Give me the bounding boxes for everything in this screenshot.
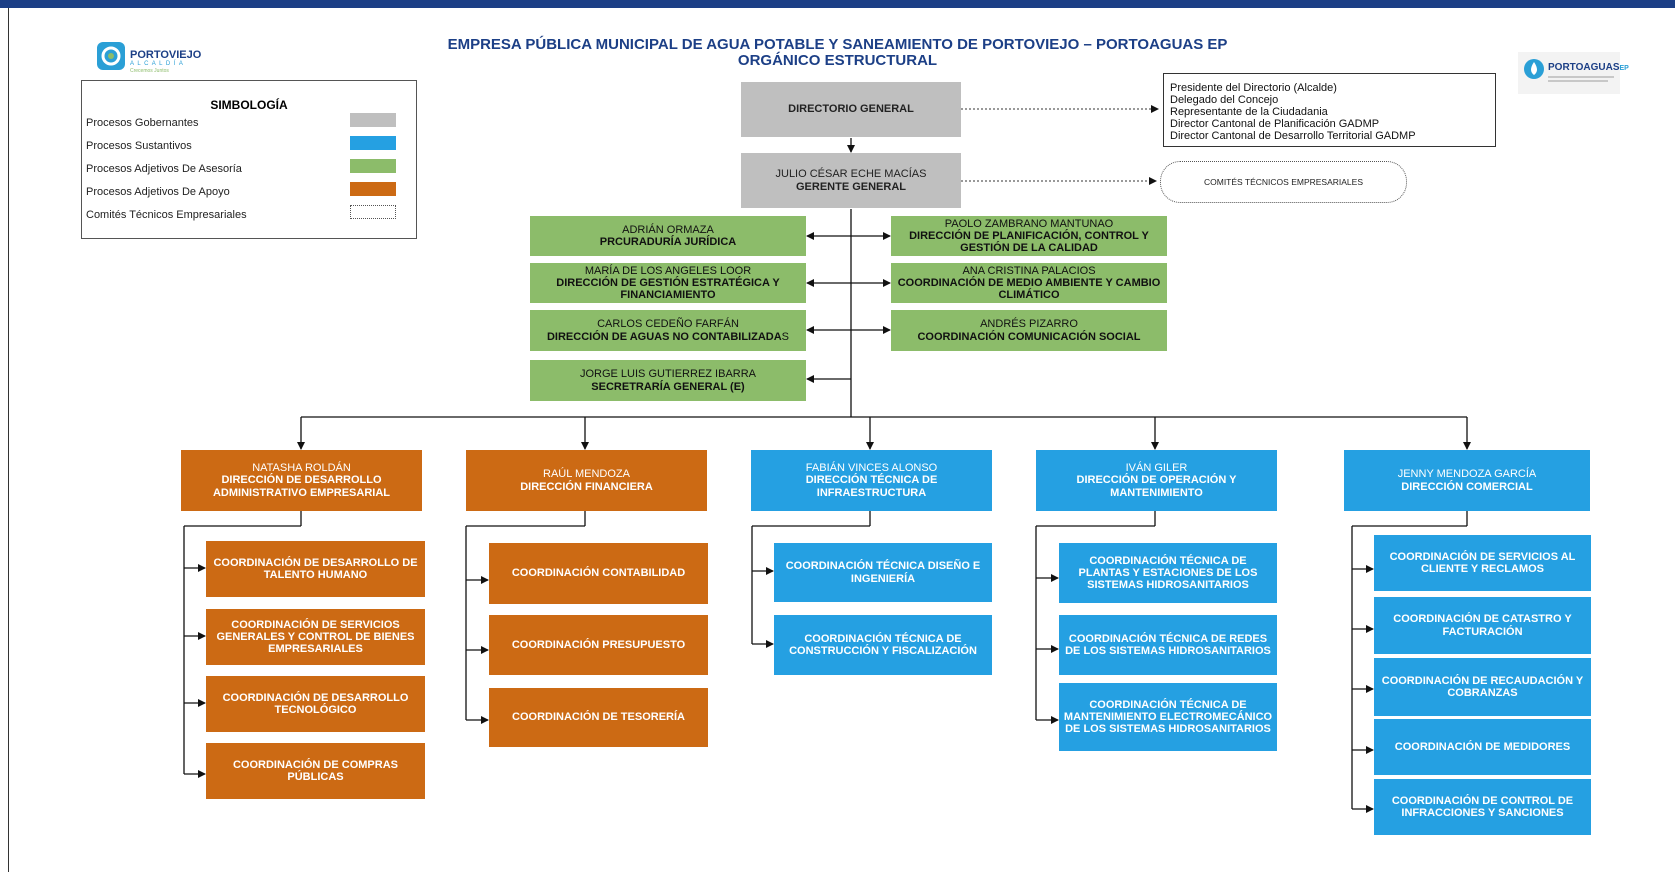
dept-title: DIRECCIÓN FINANCIERA [520, 480, 653, 493]
advisory-box-comunicacion: ANDRÉS PIZARRO COORDINACIÓN COMUNICACIÓN… [891, 310, 1167, 351]
advisory-title: PRCURADURÍA JURÍDICA [599, 236, 737, 248]
legend: SIMBOLOGÍA Procesos Gobernantes Procesos… [81, 80, 417, 239]
page-frame [8, 8, 1668, 872]
directorio-general-title: DIRECTORIO GENERAL [788, 103, 914, 116]
legend-title: SIMBOLOGÍA [210, 98, 288, 112]
advisory-name: CARLOS CEDEÑO FARFÁN [597, 318, 739, 331]
dept-title: DIRECCIÓN DE DESARROLLO ADMINISTRATIVO E… [212, 474, 391, 499]
dept-box-comercial: JENNY MENDOZA GARCÍA DIRECCIÓN COMERCIAL [1344, 450, 1590, 511]
dept-title: DIRECCIÓN TÉCNICA DE INFRAESTRUCTURA [805, 474, 938, 499]
coordination-box: COORDINACIÓN TÉCNICA DE PLANTAS Y ESTACI… [1059, 543, 1277, 603]
chart-subtitle: ORGÁNICO ESTRUCTURAL [737, 52, 938, 69]
legend-label-gobernantes: Procesos Gobernantes [86, 117, 199, 129]
advisory-name: PAOLO ZAMBRANO MANTUNAO [944, 217, 1114, 230]
dept-box-infraestructura: FABIÁN VINCES ALONSO DIRECCIÓN TÉCNICA D… [751, 450, 992, 511]
logo-fine-print [1548, 76, 1614, 78]
advisory-title: COORDINACIÓN DE MEDIO AMBIENTE Y CAMBIO … [897, 276, 1161, 302]
legend-swatch-dotted [350, 205, 396, 219]
advisory-box-procuraduria: ADRIÁN ORMAZA PRCURADURÍA JURÍDICA [530, 216, 806, 256]
directorio-members-box: Presidente del Directorio (Alcalde) Dele… [1163, 73, 1496, 147]
advisory-title: DIRECCIÓN DE GESTIÓN ESTRATÉGICA Y FINAN… [556, 276, 780, 302]
advisory-name: JORGE LUIS GUTIERREZ IBARRA [579, 368, 757, 381]
advisory-title: SECRETRARÍA GENERAL (E) [591, 380, 745, 393]
advisory-title: DIRECCIÓN DE PLANIFICACIÓN, CONTROL Y GE… [909, 229, 1149, 255]
legend-swatch-green [350, 159, 396, 173]
dept-name: IVÁN GILER [1125, 462, 1188, 475]
dept-box-financiera: RAÚL MENDOZA DIRECCIÓN FINANCIERA [466, 450, 707, 511]
legend-label-comites: Comités Técnicos Empresariales [86, 209, 247, 221]
coordination-box: COORDINACIÓN DE SERVICIOS AL CLIENTE Y R… [1374, 535, 1591, 591]
member-item: Presidente del Directorio (Alcalde) [1170, 82, 1337, 94]
advisory-box-gestion-estrategica: MARÍA DE LOS ANGELES LOOR DIRECCIÓN DE G… [530, 263, 806, 303]
top-bar [0, 0, 1675, 8]
portoaguas-logo: PORTOAGUASEP [1518, 52, 1629, 94]
advisory-title: COORDINACIÓN COMUNICACIÓN SOCIAL [917, 330, 1141, 343]
portoaguas-logo-name: PORTOAGUASEP [1548, 62, 1629, 73]
coordination-box: COORDINACIÓN DE CATASTRO Y FACTURACIÓN [1374, 597, 1591, 654]
advisory-box-planificacion: PAOLO ZAMBRANO MANTUNAO DIRECCIÓN DE PLA… [891, 216, 1167, 256]
legend-label-sustantivos: Procesos Sustantivos [86, 140, 192, 152]
dept-title: DIRECCIÓN DE OPERACIÓN Y MANTENIMIENTO [1076, 474, 1237, 499]
gerente-name: JULIO CÉSAR ECHE MACÍAS [775, 168, 927, 181]
portoviejo-logo-name: PORTOVIEJO [130, 49, 202, 61]
legend-swatch-gray [350, 113, 396, 127]
member-item: Representante de la Ciudadania [1170, 106, 1328, 118]
coordination-box: COORDINACIÓN DE MEDIDORES [1374, 719, 1591, 775]
advisory-box-aguas-no-contabilizadas: CARLOS CEDEÑO FARFÁN DIRECCIÓN DE AGUAS … [530, 310, 806, 351]
advisory-name: MARÍA DE LOS ANGELES LOOR [584, 264, 752, 277]
dept-box-operacion: IVÁN GILER DIRECCIÓN DE OPERACIÓN Y MANT… [1036, 450, 1277, 511]
directorio-general-box: DIRECTORIO GENERAL [741, 82, 961, 137]
dept-name: JENNY MENDOZA GARCÍA [1397, 468, 1537, 481]
coordination-box: COORDINACIÓN DE RECAUDACIÓN Y COBRANZAS [1374, 658, 1591, 716]
advisory-name: ANDRÉS PIZARRO [980, 318, 1078, 331]
advisory-box-secretaria: JORGE LUIS GUTIERREZ IBARRA SECRETRARÍA … [530, 360, 806, 401]
dept-name: RAÚL MENDOZA [543, 468, 630, 481]
legend-swatch-orange [350, 182, 396, 196]
coordination-box: COORDINACIÓN TÉCNICA DE REDES DE LOS SIS… [1059, 615, 1277, 675]
coordination-box: COORDINACIÓN DE SERVICIOS GENERALES Y CO… [206, 609, 425, 665]
coordination-box: COORDINACIÓN DE DESARROLLO TECNOLÓGICO [206, 676, 425, 732]
legend-label-apoyo: Procesos Adjetivos De Apoyo [86, 186, 230, 198]
legend-label-asesoria: Procesos Adjetivos De Asesoría [86, 163, 242, 175]
comites-tecnicos-ellipse: COMITÉS TÉCNICOS EMPRESARIALES [1160, 161, 1407, 203]
coordination-box: COORDINACIÓN TÉCNICA DE MANTENIMIENTO EL… [1059, 683, 1277, 751]
gerente-title: GERENTE GENERAL [795, 180, 906, 193]
member-item: Director Cantonal de Planificación GADMP [1170, 118, 1380, 130]
advisory-name: ANA CRISTINA PALACIOS [962, 264, 1096, 277]
portoviejo-logo-tagline: Crecemos Juntos [130, 68, 169, 74]
advisory-box-medio-ambiente: ANA CRISTINA PALACIOS COORDINACIÓN DE ME… [891, 263, 1167, 303]
member-item: Delegado del Concejo [1170, 94, 1279, 106]
coordination-box: COORDINACIÓN PRESUPUESTO [489, 615, 708, 675]
legend-swatch-blue [350, 136, 396, 150]
coordination-box: COORDINACIÓN DE CONTROL DE INFRACCIONES … [1374, 779, 1591, 835]
chart-title: EMPRESA PÚBLICA MUNICIPAL DE AGUA POTABL… [447, 36, 1228, 53]
member-item: Director Cantonal de Desarrollo Territor… [1170, 130, 1416, 142]
dept-name: NATASHA ROLDÁN [252, 462, 351, 475]
gerente-general-box: JULIO CÉSAR ECHE MACÍAS GERENTE GENERAL [741, 153, 961, 208]
coordination-box: COORDINACIÓN DE DESARROLLO DE TALENTO HU… [206, 541, 425, 597]
coordination-box: COORDINACIÓN DE COMPRAS PÚBLICAS [206, 743, 425, 799]
advisory-title: DIRECCIÓN DE AGUAS NO CONTABILIZADAS [546, 330, 789, 343]
coordination-box: COORDINACIÓN CONTABILIDAD [489, 543, 708, 604]
comites-label: COMITÉS TÉCNICOS EMPRESARIALES [1203, 177, 1363, 187]
advisory-name: ADRIÁN ORMAZA [622, 223, 714, 236]
dept-name: FABIÁN VINCES ALONSO [805, 462, 938, 475]
portoviejo-logo-sub: A L C A L D Í A [130, 61, 184, 67]
dept-box-desarrollo-administrativo: NATASHA ROLDÁN DIRECCIÓN DE DESARROLLO A… [181, 450, 422, 511]
coordination-box: COORDINACIÓN DE TESORERÍA [489, 688, 708, 747]
portoaguas-logo-icon [1524, 59, 1544, 79]
coordination-box: COORDINACIÓN TÉCNICA DE CONSTRUCCIÓN Y F… [774, 615, 992, 675]
portoviejo-logo: PORTOVIEJO A L C A L D Í A Crecemos Junt… [96, 41, 236, 74]
portoviejo-logo-icon [97, 42, 125, 70]
dept-title: DIRECCIÓN COMERCIAL [1401, 480, 1533, 493]
logo-fine-print [1548, 80, 1608, 82]
coordination-box: COORDINACIÓN TÉCNICA DISEÑO E INGENIERÍA [774, 543, 992, 602]
